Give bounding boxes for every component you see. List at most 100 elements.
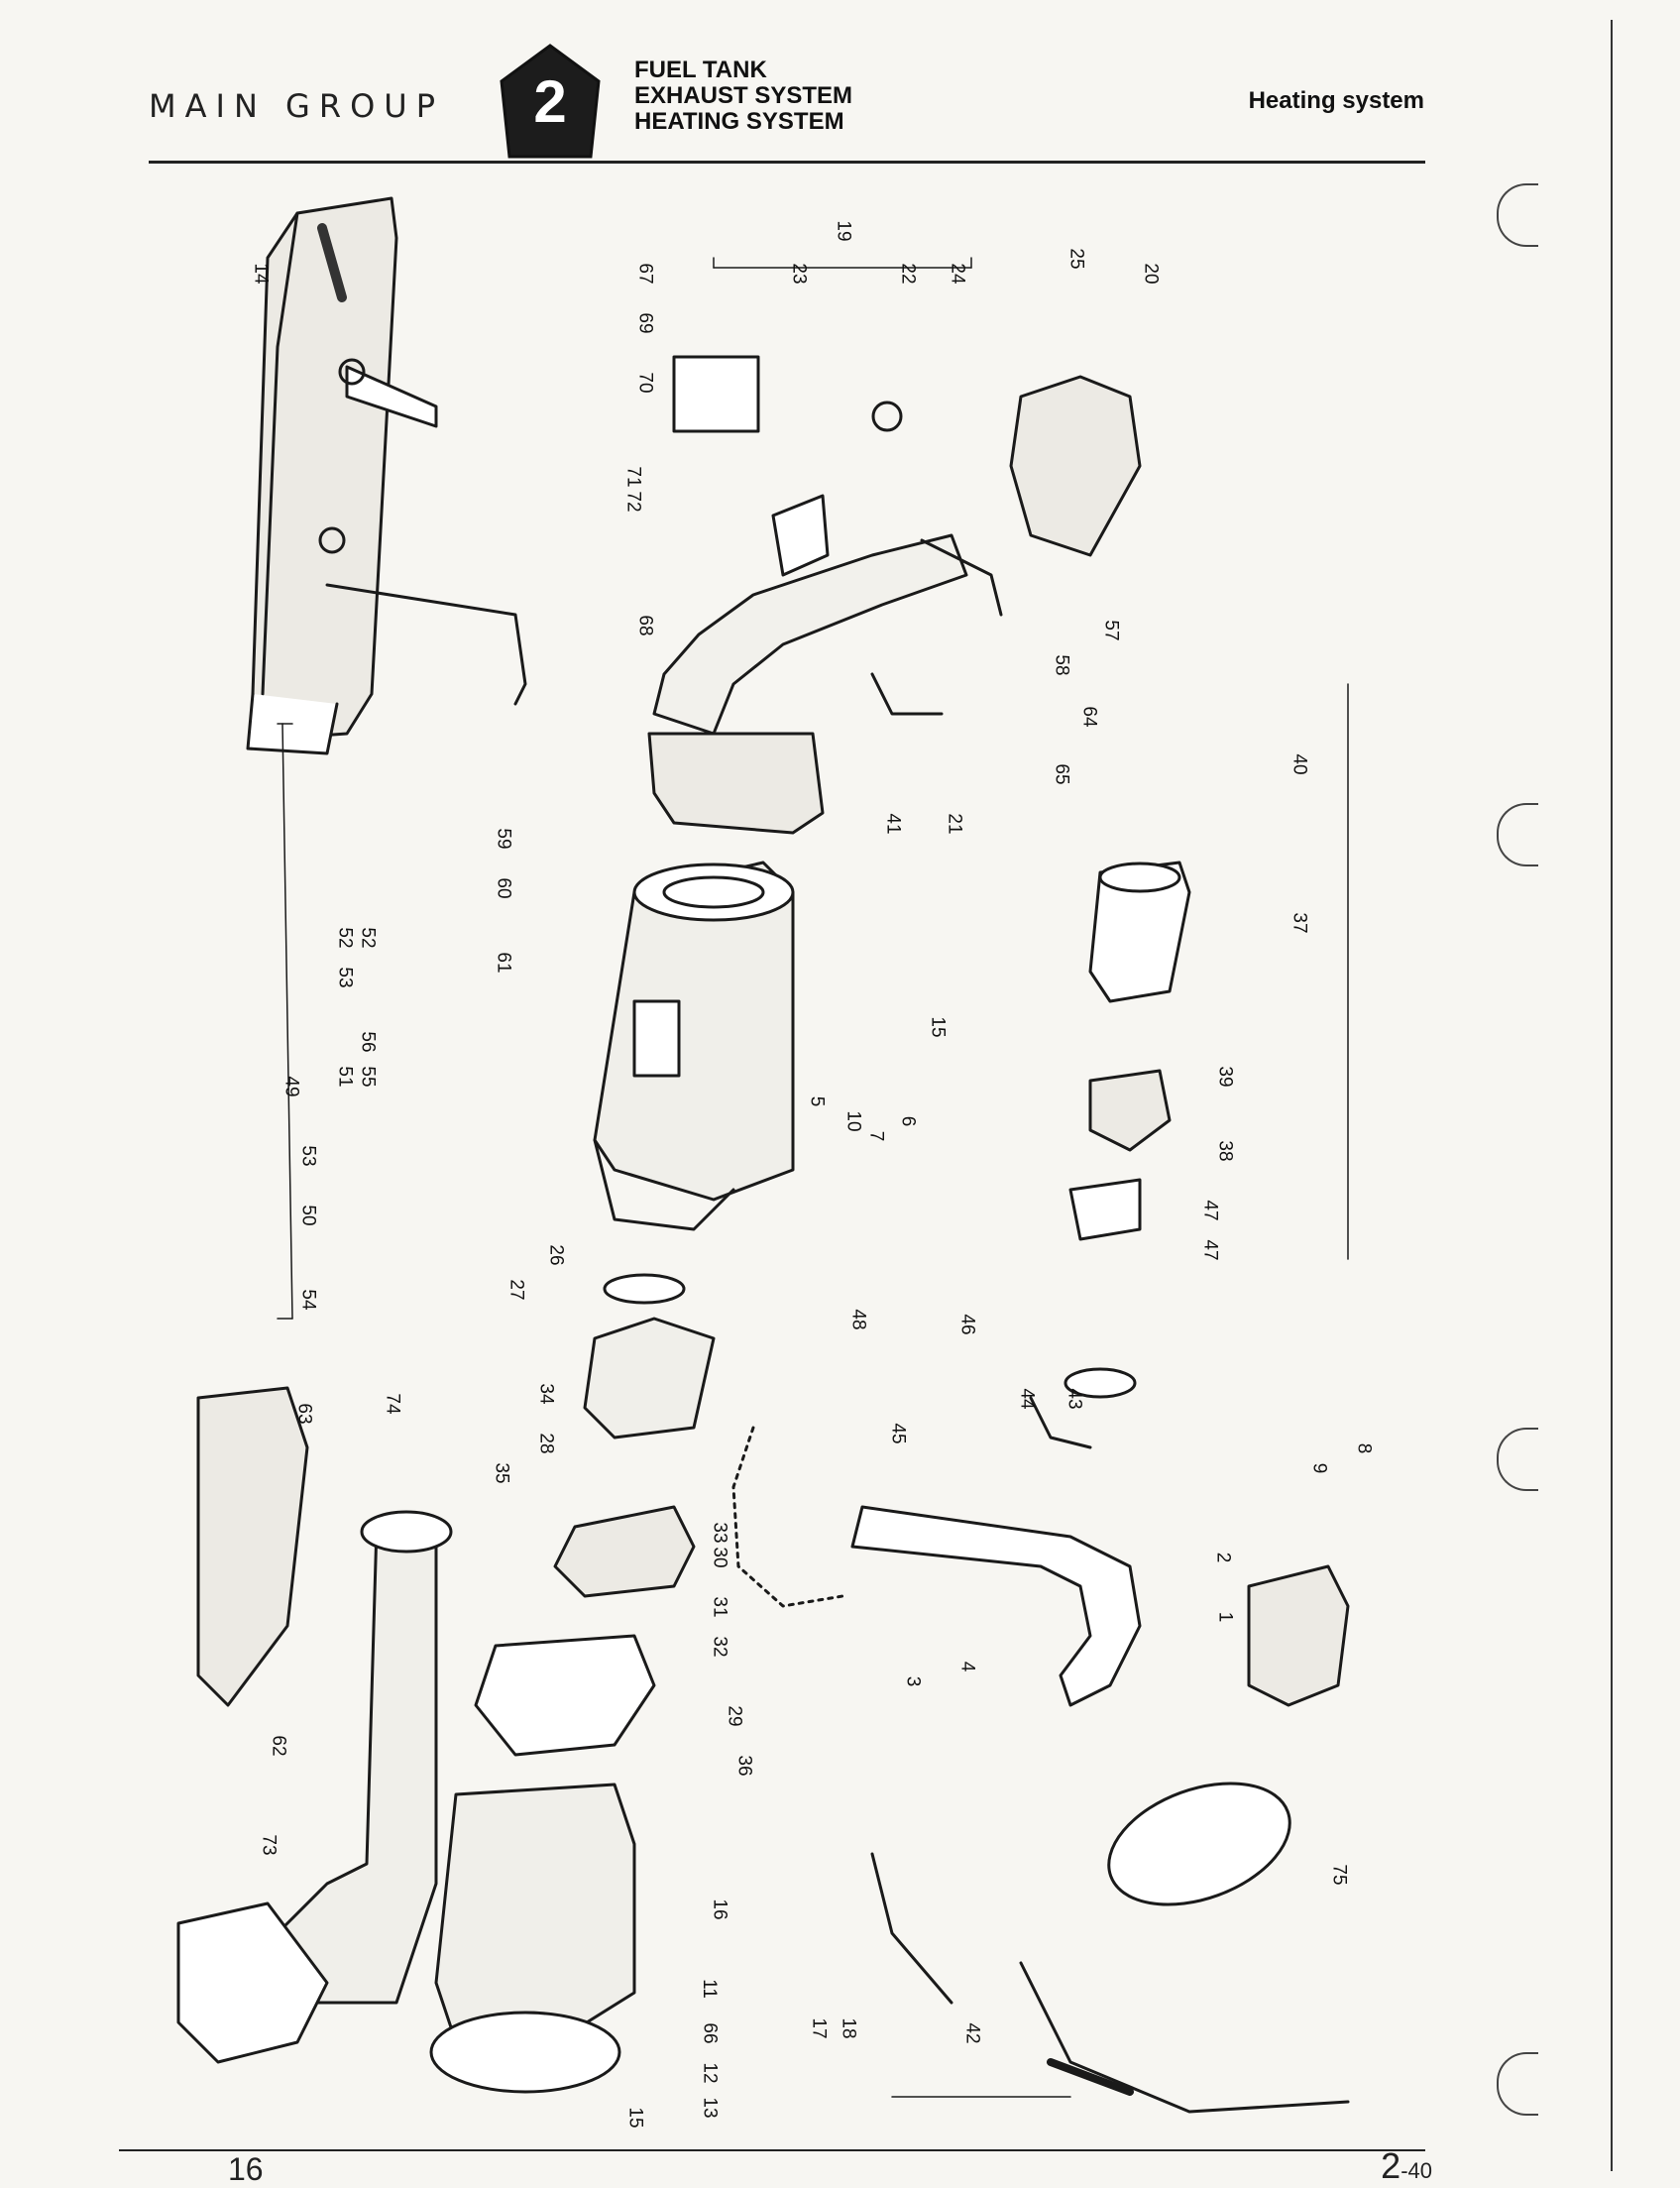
air-hood-drawing xyxy=(196,1386,309,1707)
callout-24: 24 xyxy=(947,263,968,285)
fuel-pump-drawing xyxy=(1029,861,1191,1449)
callout-55: 55 xyxy=(357,1066,379,1088)
callout-18: 18 xyxy=(838,2017,859,2039)
callout-39: 39 xyxy=(1214,1066,1236,1088)
title-heating-system: HEATING SYSTEM xyxy=(634,108,844,135)
callout-10: 10 xyxy=(842,1110,864,1132)
callout-68: 68 xyxy=(634,615,656,636)
callout-11: 11 xyxy=(698,1979,720,1999)
callout-52: 52 xyxy=(334,927,356,949)
callout-36: 36 xyxy=(733,1755,755,1777)
heat-exchanger-cover-drawing xyxy=(246,196,527,755)
callout-71: 71 xyxy=(622,466,644,488)
callout-63: 63 xyxy=(293,1403,315,1425)
callout-41: 41 xyxy=(882,813,904,835)
page-number-left: 16 xyxy=(228,2151,264,2187)
flexible-hose-drawing xyxy=(731,1426,844,1608)
callout-26: 26 xyxy=(545,1244,567,1266)
callout-leader-lines xyxy=(277,257,1349,2098)
section-title: Heating system xyxy=(1248,87,1424,114)
callout-31: 31 xyxy=(709,1596,730,1618)
header-rule xyxy=(149,161,1425,164)
callout-69: 69 xyxy=(634,312,656,334)
fuel-line-drawing xyxy=(870,1852,1350,2114)
callout-53: 53 xyxy=(297,1145,319,1167)
callout-72: 72 xyxy=(622,491,644,513)
callout-59: 59 xyxy=(493,828,514,850)
callout-20: 20 xyxy=(1140,263,1162,285)
callout-66: 66 xyxy=(699,2022,721,2044)
callout-73: 73 xyxy=(258,1834,280,1856)
callout-70: 70 xyxy=(634,372,656,394)
callout-57: 57 xyxy=(1100,620,1122,641)
callout-17: 17 xyxy=(808,2017,830,2039)
callout-7: 7 xyxy=(865,1130,887,1142)
callout-22: 22 xyxy=(897,263,919,285)
callout-74: 74 xyxy=(382,1393,403,1415)
callout-43: 43 xyxy=(1064,1388,1085,1410)
callout-23: 23 xyxy=(788,263,810,285)
callout-38: 38 xyxy=(1214,1140,1236,1162)
callout-14: 14 xyxy=(250,263,272,285)
callout-67: 67 xyxy=(634,263,656,285)
callout-19: 19 xyxy=(833,220,854,242)
callout-65: 65 xyxy=(1051,763,1072,785)
callout-29: 29 xyxy=(724,1705,745,1727)
callout-75: 75 xyxy=(1328,1864,1350,1886)
footer-rule xyxy=(119,2149,1425,2151)
callout-21: 21 xyxy=(944,813,965,835)
heater-body-drawing xyxy=(593,861,795,1231)
callout-50: 50 xyxy=(297,1205,319,1226)
callout-16: 16 xyxy=(709,1899,730,1920)
callout-30: 30 xyxy=(709,1547,730,1568)
callout-37: 37 xyxy=(1288,912,1310,934)
combustion-assembly-drawing xyxy=(474,1273,716,1757)
callout-8: 8 xyxy=(1353,1442,1375,1454)
callout-32: 32 xyxy=(709,1636,730,1658)
callout-25: 25 xyxy=(1065,248,1087,270)
callout-6: 6 xyxy=(897,1115,919,1127)
binder-edge xyxy=(1611,20,1613,2171)
callout-44: 44 xyxy=(1016,1388,1038,1410)
group-number-badge: 2 xyxy=(496,42,605,161)
lower-heater-shell-drawing xyxy=(429,1783,636,2094)
callout-62: 62 xyxy=(268,1735,289,1757)
callout-3: 3 xyxy=(902,1675,924,1687)
badge-shape xyxy=(500,44,601,159)
callout-9: 9 xyxy=(1308,1462,1330,1474)
page-number-main: 2 xyxy=(1381,2145,1401,2186)
callout-58: 58 xyxy=(1051,654,1072,676)
callout-15: 15 xyxy=(927,1016,949,1038)
callout-64: 64 xyxy=(1078,706,1100,728)
title-fuel-tank: FUEL TANK xyxy=(634,57,767,83)
callout-12: 12 xyxy=(699,2062,721,2084)
callout-47: 47 xyxy=(1199,1200,1221,1221)
callout-52: 52 xyxy=(357,927,379,949)
group-number: 2 xyxy=(533,67,567,135)
callout-4: 4 xyxy=(956,1661,978,1672)
callout-27: 27 xyxy=(505,1279,527,1301)
callout-56: 56 xyxy=(357,1031,379,1053)
callout-13: 13 xyxy=(699,2097,721,2119)
callout-45: 45 xyxy=(887,1423,909,1444)
callout-28: 28 xyxy=(535,1433,557,1454)
callout-5: 5 xyxy=(806,1095,828,1107)
exhaust-elbow-pipe-drawing xyxy=(850,1505,1142,1707)
callout-48: 48 xyxy=(847,1309,869,1330)
warm-air-duct-drawing xyxy=(176,1510,453,2064)
callout-46: 46 xyxy=(956,1314,978,1335)
callout-49: 49 xyxy=(280,1076,302,1097)
callout-61: 61 xyxy=(493,952,514,974)
title-exhaust-system: EXHAUST SYSTEM xyxy=(634,82,853,109)
page-number-sub: -40 xyxy=(1400,2158,1432,2183)
callout-42: 42 xyxy=(961,2022,983,2044)
callout-35: 35 xyxy=(491,1462,512,1484)
vent-elbow-drawing xyxy=(1247,1564,1350,1707)
page-number-right: 2-40 xyxy=(1381,2145,1432,2187)
exhaust-pipe-drawing xyxy=(647,355,1142,835)
callout-2: 2 xyxy=(1212,1552,1234,1563)
callout-33: 33 xyxy=(709,1522,730,1544)
callout-54: 54 xyxy=(297,1289,319,1311)
callout-60: 60 xyxy=(493,877,514,899)
